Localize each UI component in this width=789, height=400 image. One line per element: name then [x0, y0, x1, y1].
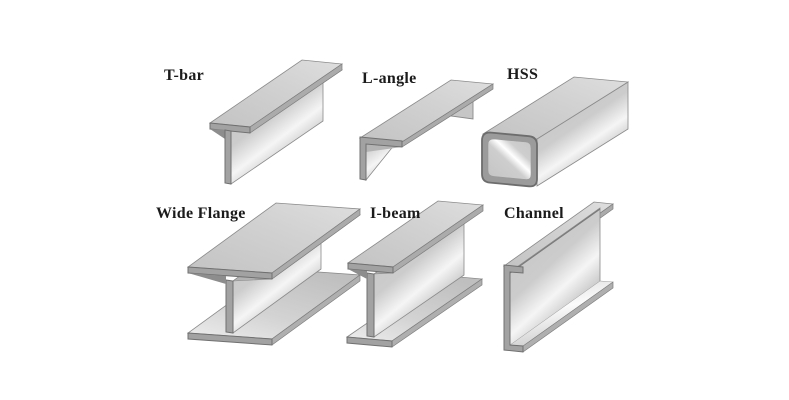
ib-top-flange-cut-face	[347, 262, 394, 274]
ib-bottom-flange-cut-face	[346, 336, 393, 348]
l-angle-cut-face	[359, 136, 403, 181]
label-i-beam: I-beam	[370, 205, 421, 222]
t-bar-web-cut-face	[224, 129, 232, 185]
ib-shadow	[348, 269, 367, 279]
t-bar-shadow	[210, 129, 225, 139]
wf-bottom-flange-cut-face	[187, 332, 273, 346]
label-wide-flange: Wide Flange	[156, 205, 246, 222]
l-angle-figure	[358, 79, 495, 181]
hss-inner-cavity	[487, 138, 532, 180]
l-angle-inner-shadow	[366, 144, 402, 152]
label-channel: Channel	[504, 205, 564, 222]
ch-inner-corner-line	[509, 208, 601, 274]
wf-top-flange-cut-face	[187, 266, 273, 280]
channel-figure	[502, 201, 615, 353]
label-t-bar: T-bar	[164, 67, 205, 84]
ib-web-cut-face	[366, 272, 375, 338]
t-bar-flange-cut-face	[209, 122, 251, 134]
wide-flange-figure	[186, 202, 362, 346]
hss-figure	[481, 76, 630, 188]
wf-web-cut-face	[225, 279, 234, 334]
ch-cut-face	[503, 264, 524, 353]
label-l-angle: L-angle	[362, 70, 417, 87]
t-bar-figure	[208, 59, 344, 185]
label-hss: HSS	[507, 66, 539, 83]
wf-shadow	[188, 273, 226, 284]
i-beam-figure	[345, 200, 485, 348]
